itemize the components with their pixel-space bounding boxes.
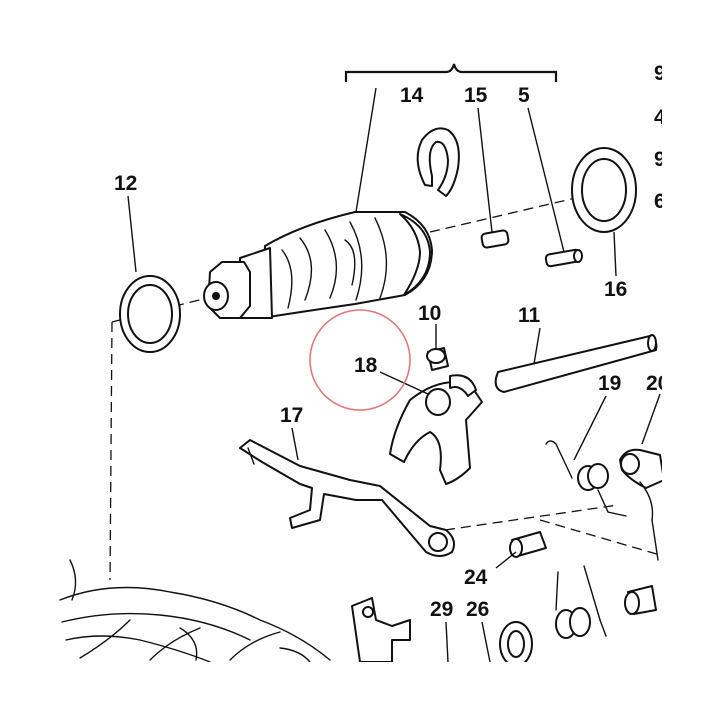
part-16-seal-ring (571, 147, 637, 233)
bottom-crop-mask (0, 662, 720, 720)
right-crop-mask (662, 0, 720, 720)
callout-17: 17 (280, 404, 303, 427)
leader-24 (495, 551, 517, 569)
callout-10: 10 (418, 302, 441, 325)
callout-16: 16 (604, 278, 627, 301)
part-11-shaft (494, 334, 658, 393)
axis-line-lower-right (539, 519, 661, 556)
leader-14-group (355, 87, 377, 213)
callout-5: 5 (518, 84, 530, 107)
part-19-spring (545, 440, 627, 517)
highlight-circle (309, 309, 411, 411)
lower-bushing (624, 585, 657, 615)
leader-17 (291, 427, 299, 461)
part-24-screw (509, 531, 547, 558)
part-10-bushing (426, 347, 449, 371)
part-15-dowel-pin (480, 229, 510, 249)
callout-14: 14 (400, 84, 424, 107)
callout-12: 12 (114, 172, 137, 195)
callout-29: 29 (430, 598, 453, 621)
leader-12 (127, 195, 137, 273)
leader-15 (477, 107, 493, 233)
callout-24: 24 (464, 566, 488, 589)
leader-11 (533, 327, 541, 365)
callout-19: 19 (598, 372, 621, 395)
part-17-lever (239, 439, 455, 557)
axis-line-lower (444, 504, 619, 531)
group-bracket (344, 63, 558, 82)
leader-26 (481, 621, 491, 663)
part-5-pin (544, 248, 583, 268)
part-14-circlip (416, 127, 460, 197)
leader-5 (527, 107, 565, 253)
callout-11: 11 (518, 304, 541, 327)
callout-15: 15 (464, 84, 488, 107)
selector-drum (203, 211, 433, 319)
edge-fragment-1: 9 (654, 62, 666, 85)
lower-spring (555, 565, 607, 639)
leader-16 (613, 231, 617, 277)
edge-fragment-4: 6 (654, 190, 666, 213)
callout-18: 18 (354, 354, 378, 377)
leader-29 (445, 621, 449, 663)
leader-20 (641, 393, 661, 445)
axis-line-down (109, 321, 113, 581)
part-18-shift-fork (389, 374, 483, 485)
part-26-washer (499, 621, 533, 667)
edge-fragment-3: 9 (654, 148, 666, 171)
callout-26: 26 (466, 598, 489, 621)
leader-19 (573, 395, 607, 461)
housing-fragment (59, 559, 331, 663)
part-29-plate (351, 597, 411, 663)
part-20-bracket (619, 448, 665, 561)
part-12-seal-ring (119, 275, 181, 353)
